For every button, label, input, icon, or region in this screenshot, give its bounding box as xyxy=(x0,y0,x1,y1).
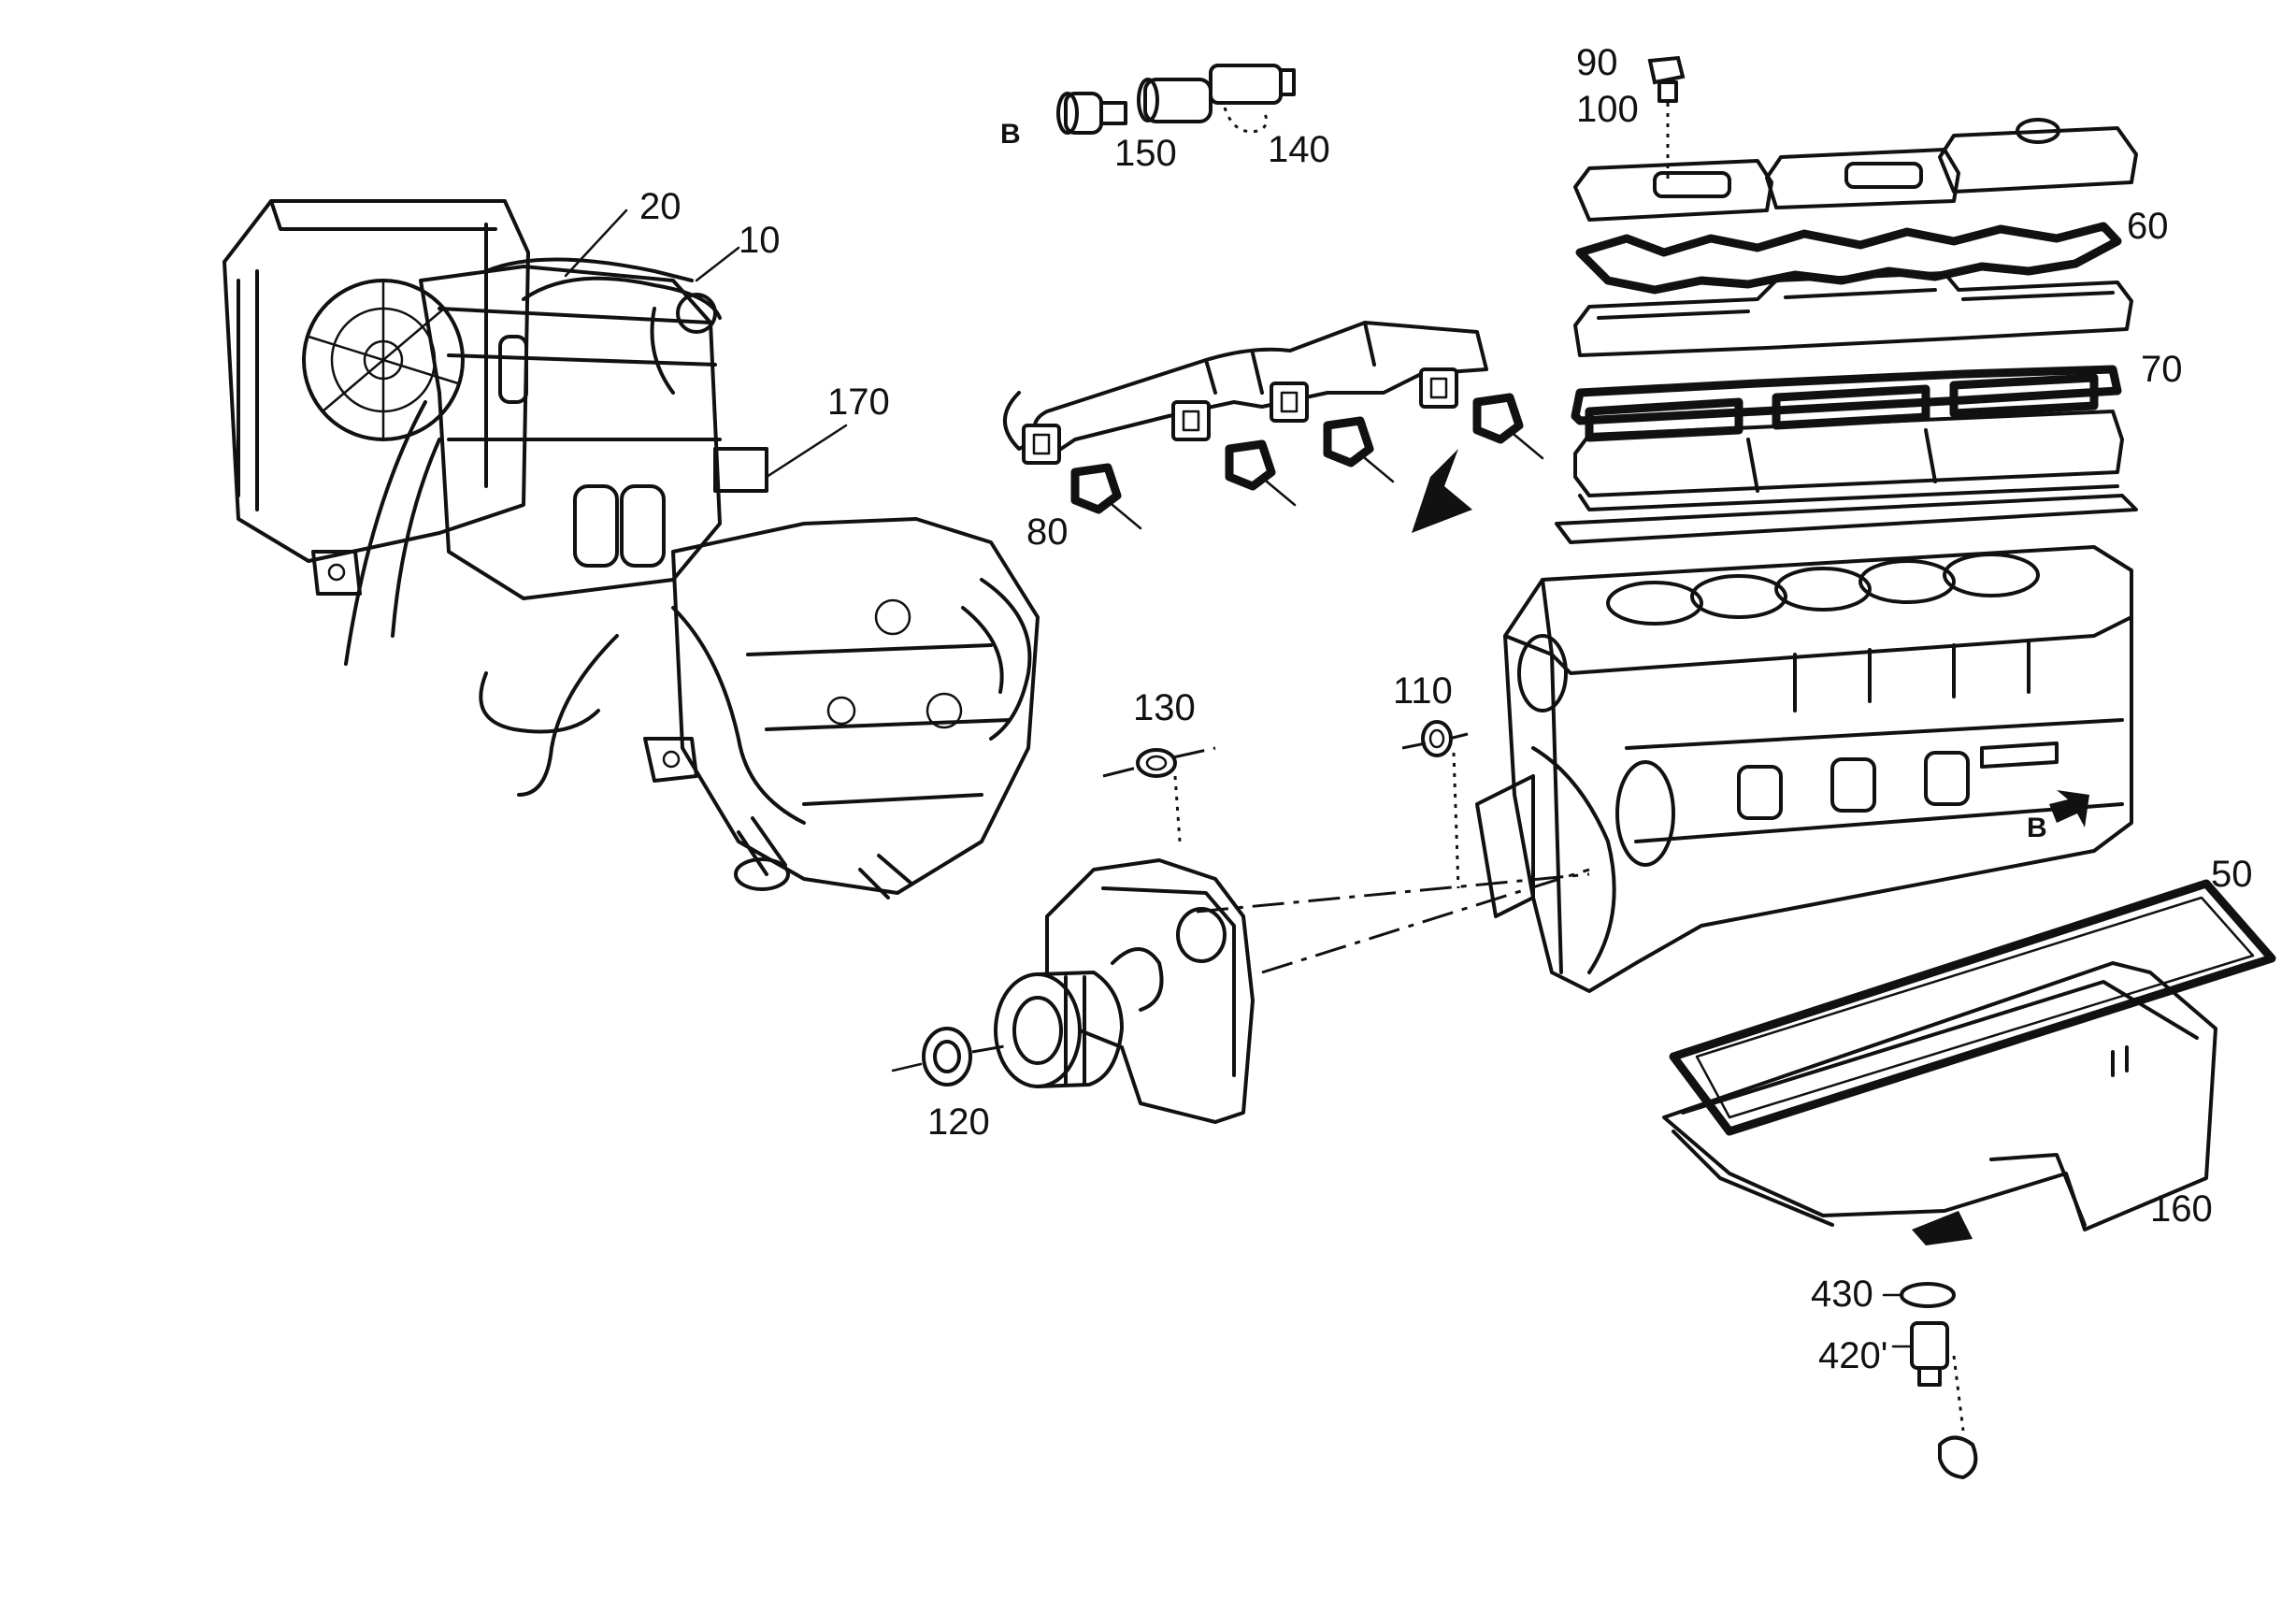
engine-block xyxy=(1196,545,2133,993)
timing-cover xyxy=(891,858,1255,1124)
callout-70: 70 xyxy=(2141,349,2183,390)
oil-pan xyxy=(1662,879,2276,1479)
callout-160: 160 xyxy=(2150,1188,2213,1230)
seals xyxy=(1102,720,1469,889)
callout-130: 130 xyxy=(1133,687,1196,728)
callout-170: 170 xyxy=(827,381,890,423)
callout-140: 140 xyxy=(1268,129,1330,170)
callout-b-top: B xyxy=(1000,119,1021,150)
callout-80: 80 xyxy=(1026,511,1069,553)
assembled-engine xyxy=(222,199,1040,900)
callout-60: 60 xyxy=(2127,206,2169,247)
callout-430: 430 xyxy=(1811,1274,1873,1315)
callout-100: 100 xyxy=(1576,89,1639,130)
callout-20: 20 xyxy=(639,186,682,227)
callout-150: 150 xyxy=(1114,133,1177,174)
callout-50: 50 xyxy=(2211,854,2253,895)
callout-90: 90 xyxy=(1576,42,1618,83)
valve-cover-stack xyxy=(1555,55,2138,544)
exhaust-manifold xyxy=(1003,321,1544,533)
callout-110: 110 xyxy=(1393,670,1453,712)
callout-10: 10 xyxy=(739,220,781,261)
sensor-150-140 xyxy=(1056,64,1296,135)
callout-b-side: B xyxy=(2027,813,2047,843)
callout-120: 120 xyxy=(927,1101,990,1143)
callout-420: 420' xyxy=(1818,1335,1887,1376)
